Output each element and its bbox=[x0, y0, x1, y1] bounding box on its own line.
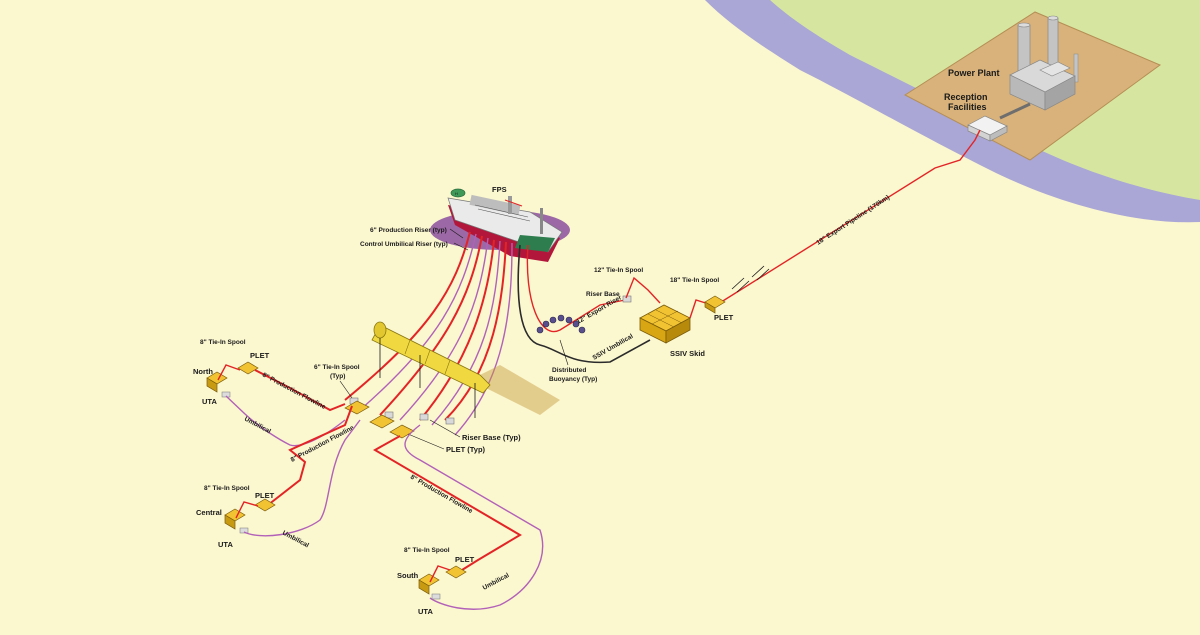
south-tiein-spool bbox=[429, 565, 451, 583]
production-riser-label: 6" Production Riser (typ) bbox=[370, 227, 447, 234]
central-plet-label: PLET bbox=[255, 491, 275, 500]
mid-tiein-label-1: 6" Tie-In Spool bbox=[314, 364, 360, 371]
export-riser bbox=[526, 244, 626, 333]
south-tiein-label: 8" Tie-In Spool bbox=[404, 547, 450, 554]
mid-tiein-label-2: (Typ) bbox=[330, 373, 345, 380]
north-plet-label: PLET bbox=[250, 351, 270, 360]
riser-bases bbox=[349, 397, 455, 425]
central-umbilical bbox=[243, 419, 361, 537]
north-uta-label: UTA bbox=[202, 397, 217, 406]
export-riser-label: 12" Export Riser bbox=[576, 294, 624, 326]
central-tiein-spool bbox=[235, 501, 259, 519]
ssiv-umbilical-riser bbox=[517, 244, 651, 364]
tiein-12-label: 12" Tie-In Spool bbox=[594, 267, 643, 274]
north-flowline-label: 8" Production Flowline bbox=[261, 372, 327, 412]
export-pipeline-label: 18" Export Pipeline (170km) bbox=[815, 194, 891, 247]
midwater-buoy bbox=[371, 321, 560, 418]
central-umbilical-label: Umbilical bbox=[281, 530, 310, 550]
south-uta-label: UTA bbox=[418, 607, 433, 616]
reception-facilities-label-1: Reception bbox=[944, 92, 988, 102]
ssiv-skid bbox=[639, 304, 691, 344]
south-flowline-label: 8" Production Flowline bbox=[409, 474, 474, 516]
central-production-flowline bbox=[267, 405, 353, 506]
central-tiein-label: 8" Tie-In Spool bbox=[204, 485, 250, 492]
export-plet bbox=[704, 295, 726, 314]
south-umbilical bbox=[404, 424, 544, 610]
production-risers bbox=[344, 231, 507, 421]
fps-vessel: H bbox=[430, 188, 570, 262]
north-production-flowline bbox=[254, 369, 346, 412]
distributed-buoyancy-label-1: Distributed bbox=[552, 367, 586, 374]
export-pipeline-break-marks bbox=[731, 265, 770, 293]
ssiv-skid-label: SSIV Skid bbox=[670, 349, 705, 358]
riser-base-label: Riser Base bbox=[586, 291, 620, 298]
power-plant-building bbox=[1009, 15, 1079, 111]
distributed-buoyancy-label-2: Buoyancy (Typ) bbox=[549, 376, 597, 383]
plet-typ-label: PLET (Typ) bbox=[446, 445, 486, 454]
distributed-buoyancy bbox=[536, 314, 586, 334]
ssiv-umbilical-label: SSIV Umbilical bbox=[592, 333, 635, 362]
north-tiein-label: 8" Tie-In Spool bbox=[200, 339, 246, 346]
north-name-label: North bbox=[193, 367, 213, 376]
south-production-flowline bbox=[372, 435, 522, 571]
power-plant-label: Power Plant bbox=[948, 68, 1000, 78]
control-umbilical-riser-label: Control Umbilical Riser (typ) bbox=[360, 241, 448, 248]
north-umbilical-label: Umbilical bbox=[243, 416, 272, 436]
central-wellhead bbox=[224, 508, 249, 534]
plet-typ-cluster bbox=[344, 400, 415, 439]
helideck-marking: H bbox=[455, 191, 458, 196]
south-wellhead bbox=[418, 573, 441, 600]
riser-base-typ-label: Riser Base (Typ) bbox=[462, 433, 521, 442]
central-plet bbox=[254, 498, 276, 512]
reception-facilities-label-2: Facilities bbox=[948, 102, 987, 112]
north-plet bbox=[237, 361, 259, 375]
south-plet-label: PLET bbox=[455, 555, 475, 564]
fps-label: FPS bbox=[492, 185, 507, 194]
central-uta-label: UTA bbox=[218, 540, 233, 549]
control-umbilical-risers bbox=[359, 233, 513, 436]
south-name-label: South bbox=[397, 571, 419, 580]
south-umbilical-label: Umbilical bbox=[482, 572, 511, 592]
north-wellhead bbox=[206, 371, 231, 398]
export-plet-label: PLET bbox=[714, 313, 734, 322]
central-name-label: Central bbox=[196, 508, 222, 517]
tiein-18-label: 18" Tie-In Spool bbox=[670, 277, 719, 284]
export-pipeline bbox=[717, 129, 981, 305]
central-flowline-label: 8" Production Flowline bbox=[290, 424, 356, 464]
south-plet bbox=[445, 565, 467, 579]
north-tiein-spool bbox=[217, 364, 241, 381]
